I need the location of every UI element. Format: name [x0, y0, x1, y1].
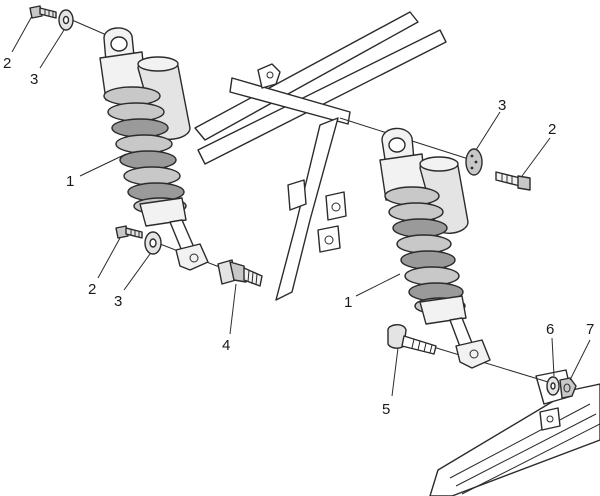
washer-lower-right	[546, 376, 560, 396]
frame-side-bracket-upper	[287, 179, 307, 211]
frame-upper-bracket	[257, 63, 281, 89]
washer-right	[465, 148, 483, 176]
callout-shock-right: 1	[344, 294, 352, 311]
frame-top-rail-lower	[197, 29, 447, 165]
callout-washer-lower-right: 6	[546, 321, 554, 338]
bolt-lower-right	[387, 324, 437, 355]
callout-shock-left: 1	[66, 173, 74, 190]
washer-top-left	[58, 9, 74, 31]
frame-cross-member	[229, 77, 351, 125]
callout-bolt-top-left: 2	[3, 55, 11, 72]
frame-side-bracket-lower	[317, 225, 341, 253]
callout-nut-lower-right: 7	[586, 321, 594, 338]
callout-washer-right: 3	[498, 97, 506, 114]
shock-right-spring	[384, 186, 466, 315]
shock-absorber-left	[99, 27, 209, 271]
shock-right-lower-clevis	[455, 339, 491, 369]
frame-side-bracket-mid	[325, 191, 347, 221]
washer-mid-left	[144, 231, 162, 255]
bolt-right	[495, 171, 531, 191]
callout-bolt-right: 2	[548, 121, 556, 138]
bolt-mid-left	[115, 225, 143, 239]
bolt-top-left	[29, 5, 57, 19]
nut-lower-right	[559, 377, 577, 399]
callout-washer-mid-left: 3	[114, 293, 122, 310]
callout-pin-left: 4	[222, 337, 230, 354]
shock-left-lower-clevis	[175, 243, 209, 271]
callout-bolt-mid-left: 2	[88, 281, 96, 298]
leader-lines	[11, 15, 591, 397]
callout-labels: 2 3 1 2 3 4 1 3 2 5 6 7	[3, 55, 594, 418]
callout-bolt-lower-right: 5	[382, 401, 390, 418]
frame-top-rail-upper	[194, 11, 419, 141]
pin-left	[217, 259, 263, 287]
callout-washer-top-left: 3	[30, 71, 38, 88]
shock-absorber-right	[379, 127, 491, 369]
frame-down-tube	[275, 117, 339, 301]
swingarm-body	[429, 383, 600, 496]
frame	[194, 11, 447, 301]
